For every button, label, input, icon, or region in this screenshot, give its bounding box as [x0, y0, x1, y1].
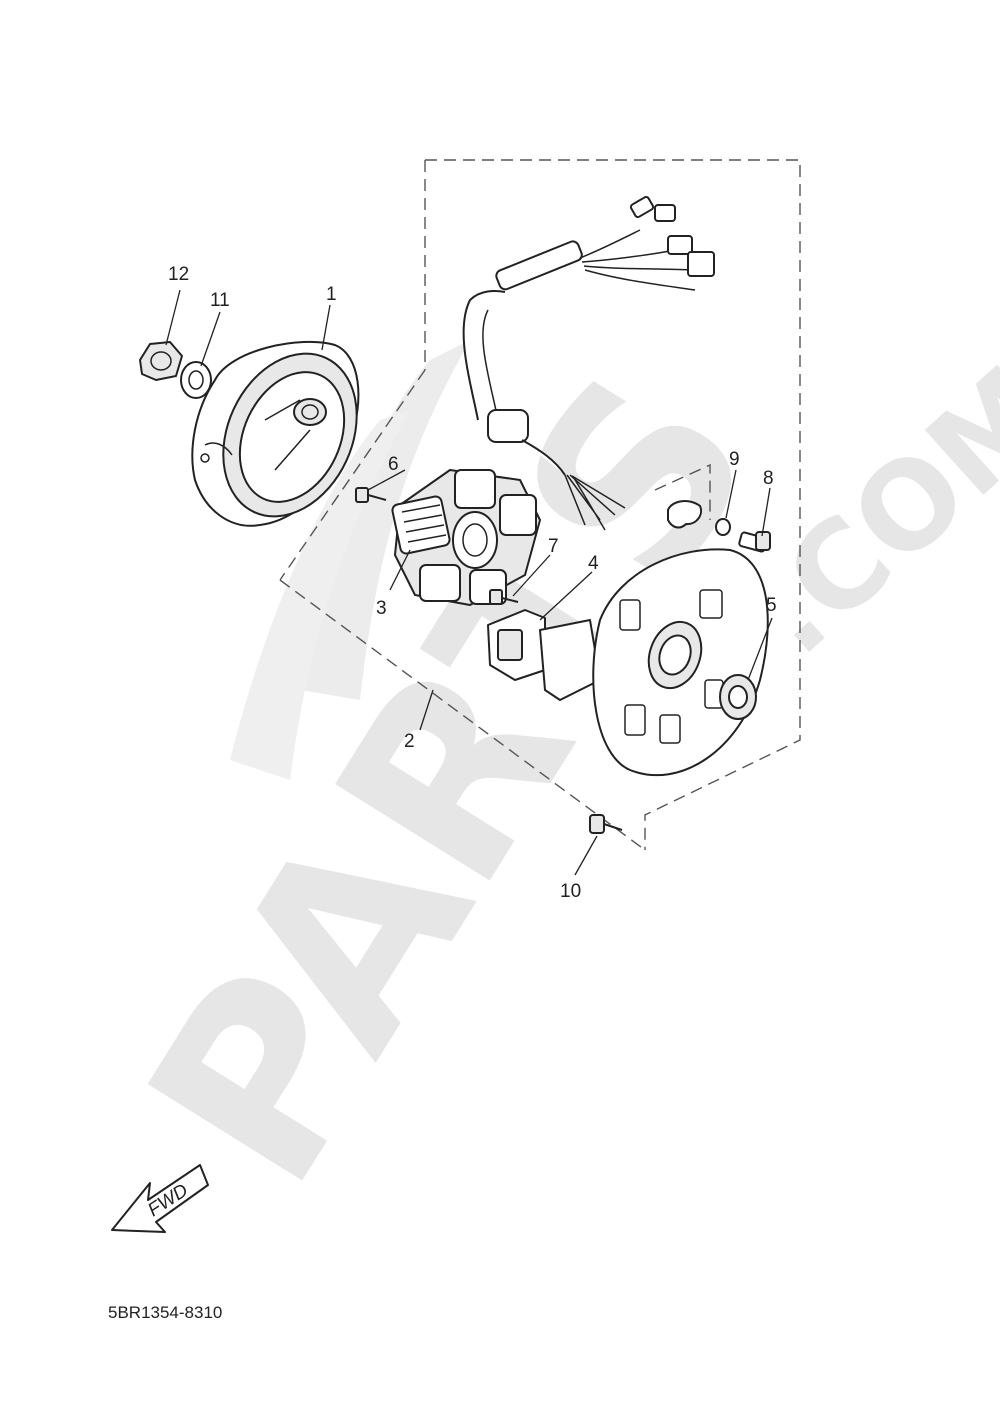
callout-4: 4: [588, 553, 599, 574]
part-12-nut: [139, 341, 183, 381]
callout-7: 7: [548, 536, 559, 557]
callout-12: 12: [168, 264, 189, 285]
dashed-boundary-plate: [654, 463, 711, 520]
callout-1: 1: [326, 284, 337, 305]
part-9-washer: [715, 518, 731, 536]
dashed-boundary-upper: [425, 159, 801, 850]
callout-5: 5: [766, 595, 777, 616]
part-3-stator: [391, 469, 541, 606]
part-11-washer: [180, 361, 212, 399]
part-clamp: [667, 500, 702, 529]
callout-8: 8: [763, 468, 774, 489]
assembly-outline: [279, 159, 801, 851]
part-wire-harness: [462, 196, 715, 531]
leader-lines: [165, 289, 773, 876]
fwd-arrow: FWD: [111, 1164, 209, 1233]
part-6-screw: [355, 487, 387, 503]
callout-6: 6: [388, 454, 399, 475]
callout-2: 2: [404, 731, 415, 752]
part-5-oil-seal: [719, 674, 757, 720]
part-10-screw: [589, 814, 623, 834]
part-code: 5BR1354-8310: [108, 1303, 222, 1322]
part-4-pickup-coil: [487, 609, 601, 701]
callout-10: 10: [560, 881, 581, 902]
part-7-screw: [489, 589, 519, 605]
callout-11: 11: [210, 290, 230, 311]
part-8-bolt: [738, 531, 771, 553]
part-2-base-plate: [592, 548, 769, 777]
callout-labels: 12 11 1 6 9 8 7 4 3 5 2 10: [168, 264, 777, 902]
dashed-boundary-diag: [279, 369, 426, 581]
part-1-rotor: [191, 341, 360, 527]
watermark-swoosh-2: [230, 410, 410, 780]
callout-9: 9: [729, 449, 740, 470]
callout-3: 3: [376, 598, 387, 619]
watermark-swoosh: [300, 340, 470, 700]
